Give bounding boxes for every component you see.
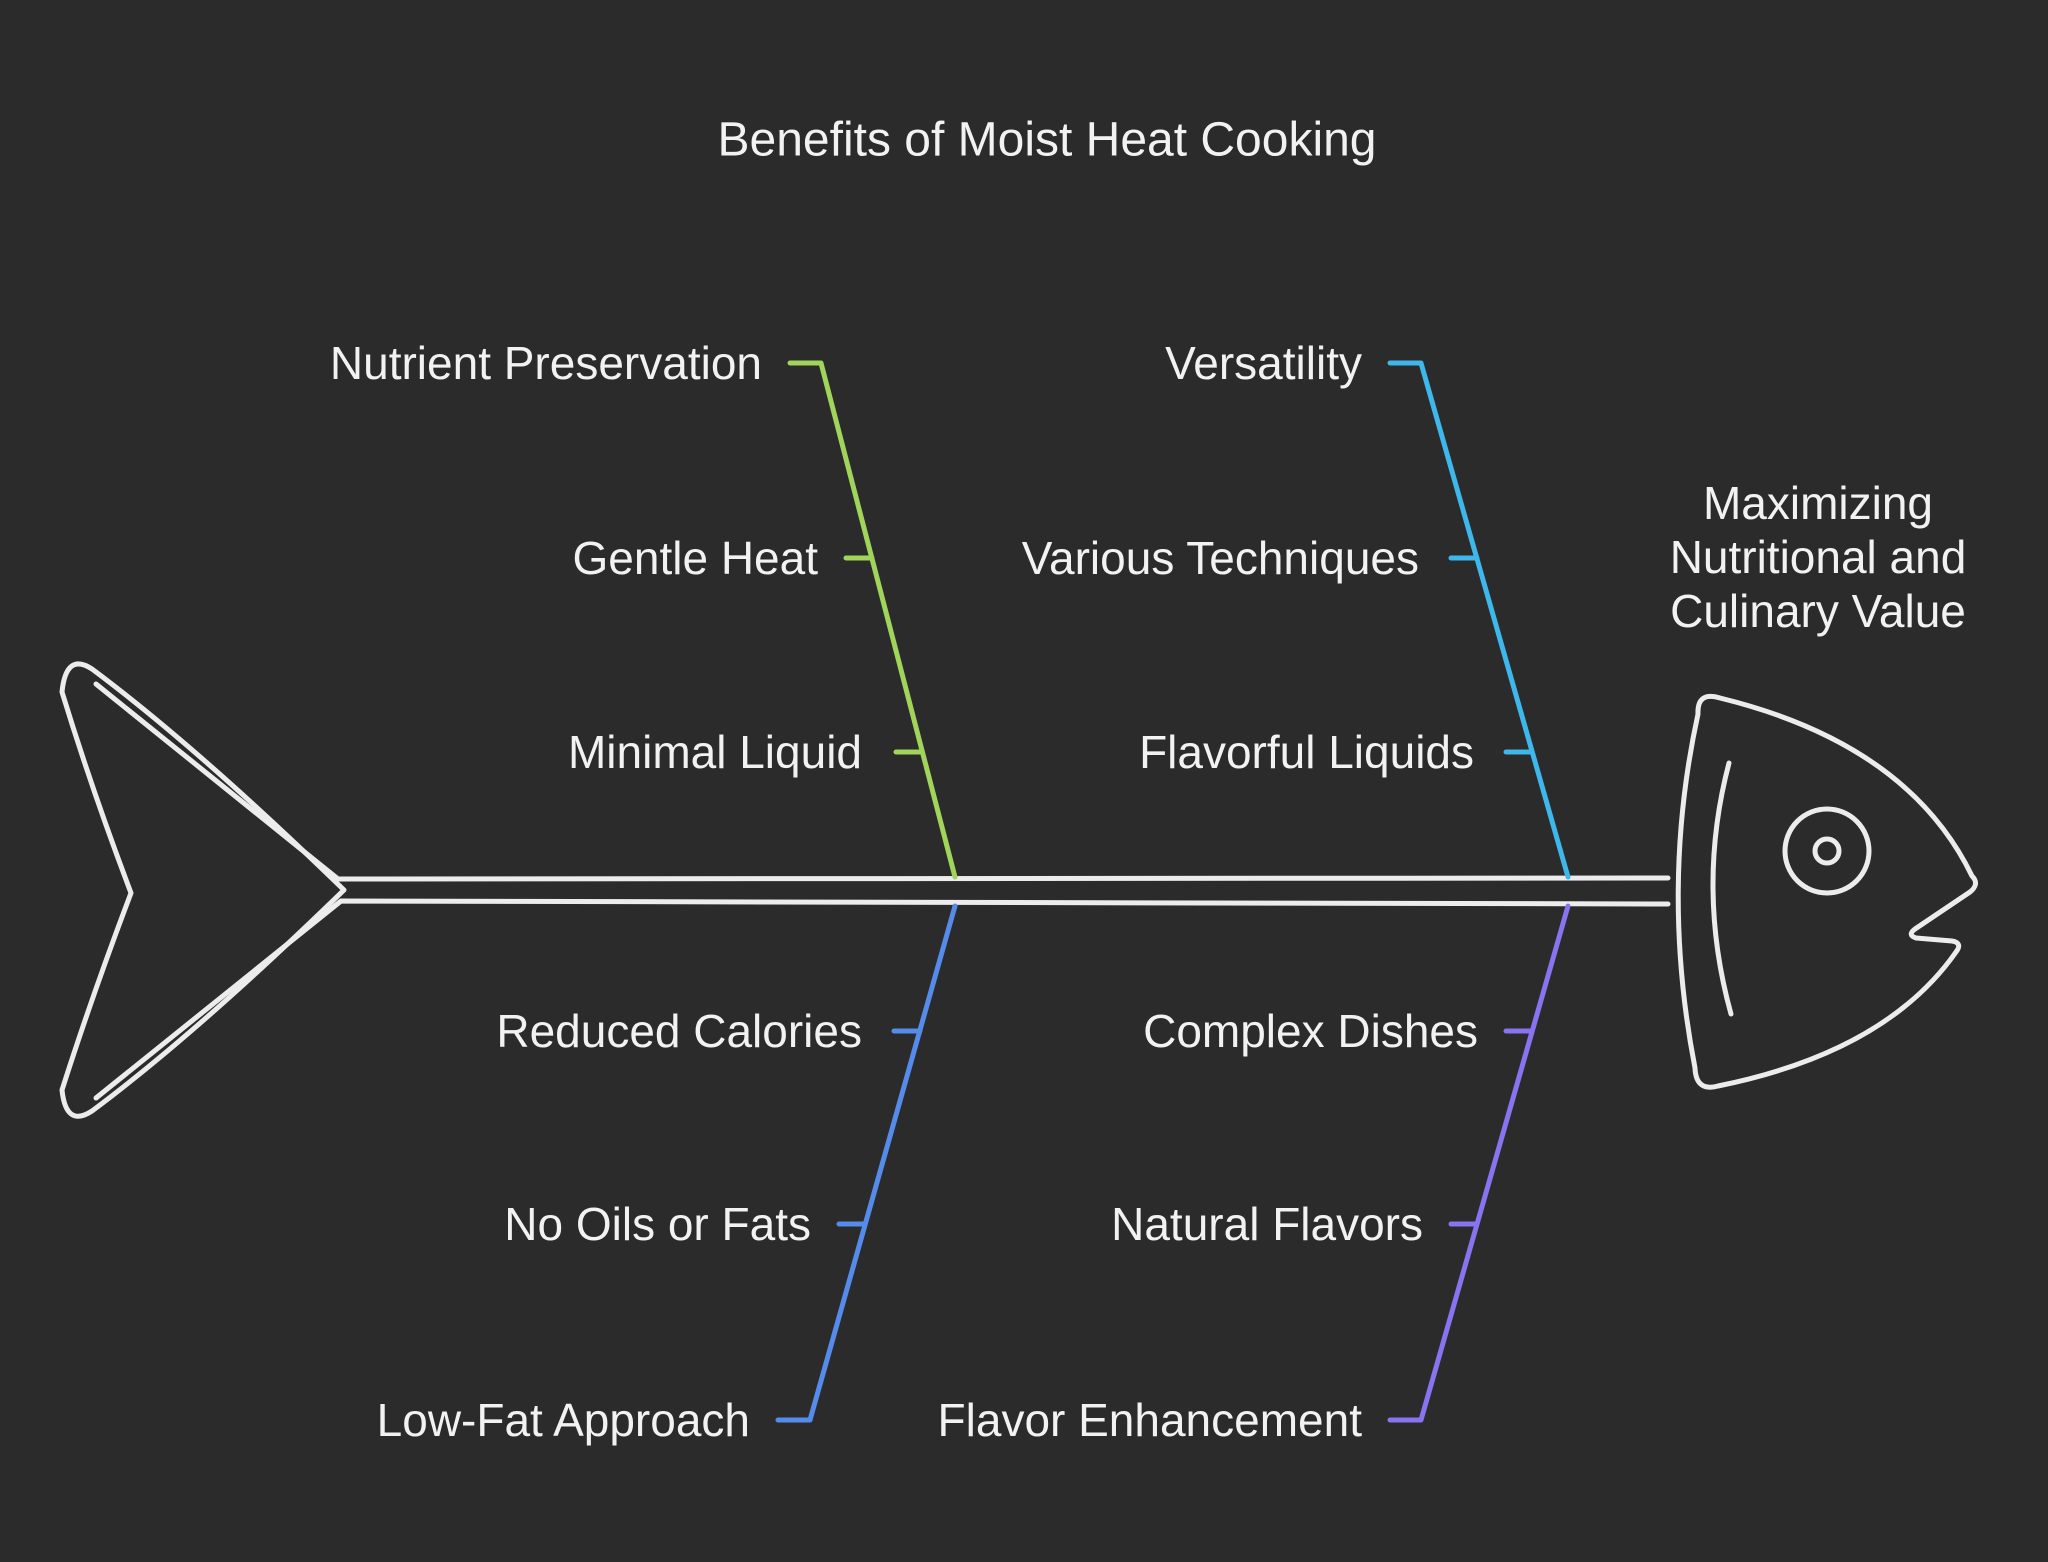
cause-label: No Oils or Fats	[504, 1198, 811, 1250]
fish-eye-pupil	[1812, 836, 1842, 866]
fish-head	[1675, 693, 1978, 1090]
cause-label: Reduced Calories	[496, 1005, 862, 1057]
branch-top-right-labels: Versatility Various Techniques Flavorful…	[1022, 337, 1474, 778]
branch-top-right	[1387, 360, 1571, 880]
effect-label-line: Maximizing	[1703, 477, 1933, 529]
cause-label: Complex Dishes	[1143, 1005, 1478, 1057]
effect-label-line: Nutritional and	[1670, 531, 1967, 583]
diagram-title: Benefits of Moist Heat Cooking	[718, 114, 1377, 167]
cause-label: Low-Fat Approach	[377, 1394, 750, 1446]
fish-skeleton	[59, 661, 1978, 1119]
cause-label: Versatility	[1165, 337, 1362, 389]
branch-bottom-left	[775, 903, 958, 1423]
effect-label-line: Culinary Value	[1670, 585, 1966, 637]
fish-spine-top	[93, 681, 1671, 882]
cause-label: Gentle Heat	[573, 532, 819, 584]
fish-spine-bottom	[93, 898, 1671, 1101]
cause-label: Flavor Enhancement	[938, 1394, 1363, 1446]
cause-label: Nutrient Preservation	[330, 337, 762, 389]
branch-top-left	[787, 360, 958, 880]
effect-label: Maximizing Nutritional and Culinary Valu…	[1670, 477, 1967, 637]
branch-bone	[1387, 903, 1571, 1423]
branch-bone	[787, 360, 958, 880]
branch-bone	[775, 903, 958, 1423]
fish-tail	[59, 661, 347, 1119]
branch-top-left-labels: Nutrient Preservation Gentle Heat Minima…	[330, 337, 862, 778]
cause-label: Minimal Liquid	[568, 726, 862, 778]
branch-bottom-left-labels: Reduced Calories No Oils or Fats Low-Fat…	[377, 1005, 862, 1446]
cause-label: Flavorful Liquids	[1139, 726, 1474, 778]
branch-bone	[1387, 360, 1571, 880]
fish-eye	[1782, 806, 1872, 896]
cause-label: Natural Flavors	[1111, 1198, 1423, 1250]
fish-gill-arc	[1710, 760, 1734, 1017]
cause-label: Various Techniques	[1022, 532, 1419, 584]
branch-bottom-right	[1387, 903, 1571, 1423]
branch-bottom-right-labels: Complex Dishes Natural Flavors Flavor En…	[938, 1005, 1478, 1446]
